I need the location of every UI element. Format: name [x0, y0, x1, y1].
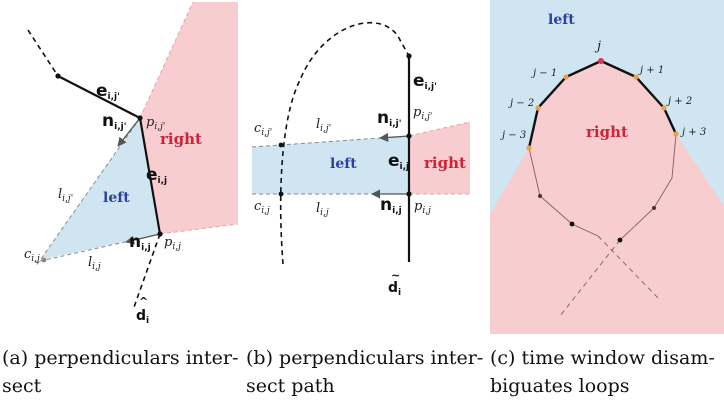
panel-b-point-c-bottom	[278, 191, 284, 197]
panel-a-label-n-top: ni,j'	[102, 111, 126, 132]
caption-c-line-2: biguates loops	[490, 375, 630, 397]
panel-a-path-dashed-start	[27, 29, 59, 77]
panel-b-label-d: di	[388, 280, 401, 298]
panel-c-crossing-dash-2	[559, 239, 621, 317]
panel-b-label-c-bottom: ci,j	[254, 199, 270, 216]
panel-c-lower-path-left	[528, 147, 599, 237]
panel-c-lower-point-2	[569, 221, 575, 227]
panel-b-left-region	[252, 136, 409, 194]
panel-a-label-n-bottom: ni,j	[129, 232, 151, 253]
panel-c-lower-point-4	[617, 237, 623, 243]
panel-b-label-n-bottom: ni,j	[380, 195, 402, 216]
panel-b-label-left: left	[330, 156, 357, 172]
caption-a-line-1: (a) perpendiculars inter-	[2, 347, 238, 369]
panel-c-label-left: left	[548, 12, 575, 28]
panel-b-label-right: right	[424, 154, 466, 172]
caption-b-line-1: (b) perpendiculars inter-	[246, 347, 483, 369]
panel-c-vertex-j-plus-1	[633, 74, 639, 80]
panel-c-vertex-j-plus-2	[661, 105, 667, 111]
panel-c-vertex-j-minus-2	[535, 105, 541, 111]
panel-c-label-j-minus-3: j − 3	[500, 130, 526, 141]
panel-b-loop-path	[279, 22, 410, 265]
panel-a-segment-e-mid	[138, 117, 162, 235]
panel-a-label-p-bottom: pi,j	[164, 235, 181, 252]
panel-a-label-e-mid: ei,j	[146, 165, 167, 186]
panel-c-label-j-plus-1: j + 1	[638, 65, 664, 76]
panel-b-boundary-top-right	[408, 121, 471, 137]
caption-a-line-2: sect	[2, 375, 42, 397]
panel-c-vertex-j-minus-3	[526, 145, 532, 151]
panel-a-label-e-top: ei,j'	[96, 81, 120, 102]
panel-c-label-j: j	[594, 39, 601, 54]
panel-c-lower-point-1	[538, 194, 542, 198]
panel-b-point-p-bottom	[406, 191, 412, 197]
caption-b-line-2: sect path	[246, 375, 335, 397]
panel-b-point-c-top	[278, 142, 284, 148]
panel-a-point-c	[41, 257, 47, 263]
panel-c-lower-path-right	[619, 133, 677, 241]
panel-b-label-l-bottom: li,j	[316, 201, 329, 218]
panel-a-left-region	[40, 118, 160, 260]
panel-a-boundary-upper	[139, 1, 194, 119]
panel-a-label-d: di	[136, 308, 149, 326]
panel-b-point-top	[406, 53, 412, 59]
panel-a-label-left: left	[103, 190, 130, 206]
panel-a-normal-top-arrow	[117, 117, 141, 147]
panel-a: ei,j' ni,j' pi,j' right ei,j li,j' left …	[24, 1, 239, 326]
panel-c-crossing-dash-1	[597, 235, 661, 301]
panel-a-point-start	[55, 73, 61, 79]
panel-b-normal-top-arrow	[379, 132, 410, 142]
panel-c-vertex-j-plus-3	[673, 131, 679, 137]
panel-a-label-c: ci,j	[24, 247, 40, 264]
panel-a-boundary-lower	[159, 223, 239, 235]
panel-a-label-l-bottom: li,j	[88, 255, 101, 272]
panel-c-label-right: right	[586, 123, 628, 141]
panel-b: ei,j' ci,j' li,j' ni,j' pi,j' left ei,j …	[251, 22, 471, 298]
panel-c-label-j-minus-1: j − 1	[531, 68, 557, 79]
panel-a-label-right: right	[160, 130, 202, 148]
panel-a-point-p-bottom	[157, 231, 163, 237]
panel-c: left right j j − 1 j + 1 j − 2 j + 2 j −…	[490, 0, 724, 334]
panel-b-label-l-top: li,j'	[316, 117, 331, 134]
panel-a-right-region	[140, 2, 238, 234]
panel-b-label-p-top: pi,j'	[413, 105, 432, 122]
panel-c-vertex-j	[598, 58, 604, 64]
panel-a-segment-e-top	[57, 75, 141, 119]
caption-c-line-1: (c) time window disam-	[490, 347, 715, 369]
panel-b-label-p-bottom: pi,j	[414, 199, 431, 216]
panel-b-point-p-top	[406, 133, 412, 139]
panel-c-lower-point-3	[652, 206, 656, 210]
panel-b-label-d-tilde: ~	[391, 269, 400, 282]
panel-b-right-region	[409, 122, 470, 194]
panel-c-label-j-plus-3: j + 3	[680, 127, 706, 138]
panel-b-label-n-top: ni,j'	[377, 108, 401, 129]
panel-a-label-d-hat: ^	[139, 295, 148, 308]
panel-a-normal-bottom-arrow	[125, 233, 161, 245]
panel-b-label-c-top: ci,j'	[254, 121, 272, 138]
panel-a-label-l-top: li,j'	[58, 187, 73, 204]
panel-b-perpendicular-top	[251, 135, 410, 148]
panel-c-label-j-minus-2: j − 2	[508, 98, 534, 109]
captions: (a) perpendiculars inter- sect (b) perpe…	[2, 347, 715, 397]
panel-b-label-e-top: ei,j'	[413, 71, 437, 92]
panel-c-right-region	[490, 61, 724, 334]
panel-b-label-e-mid: ei,j	[388, 151, 409, 172]
panel-a-point-p-top	[137, 115, 143, 121]
panel-c-label-j-plus-2: j + 2	[666, 96, 692, 107]
panel-a-label-p-top: pi,j'	[146, 115, 165, 132]
panel-a-path-dashed-end	[132, 233, 161, 311]
panel-c-vertex-j-minus-1	[563, 74, 569, 80]
